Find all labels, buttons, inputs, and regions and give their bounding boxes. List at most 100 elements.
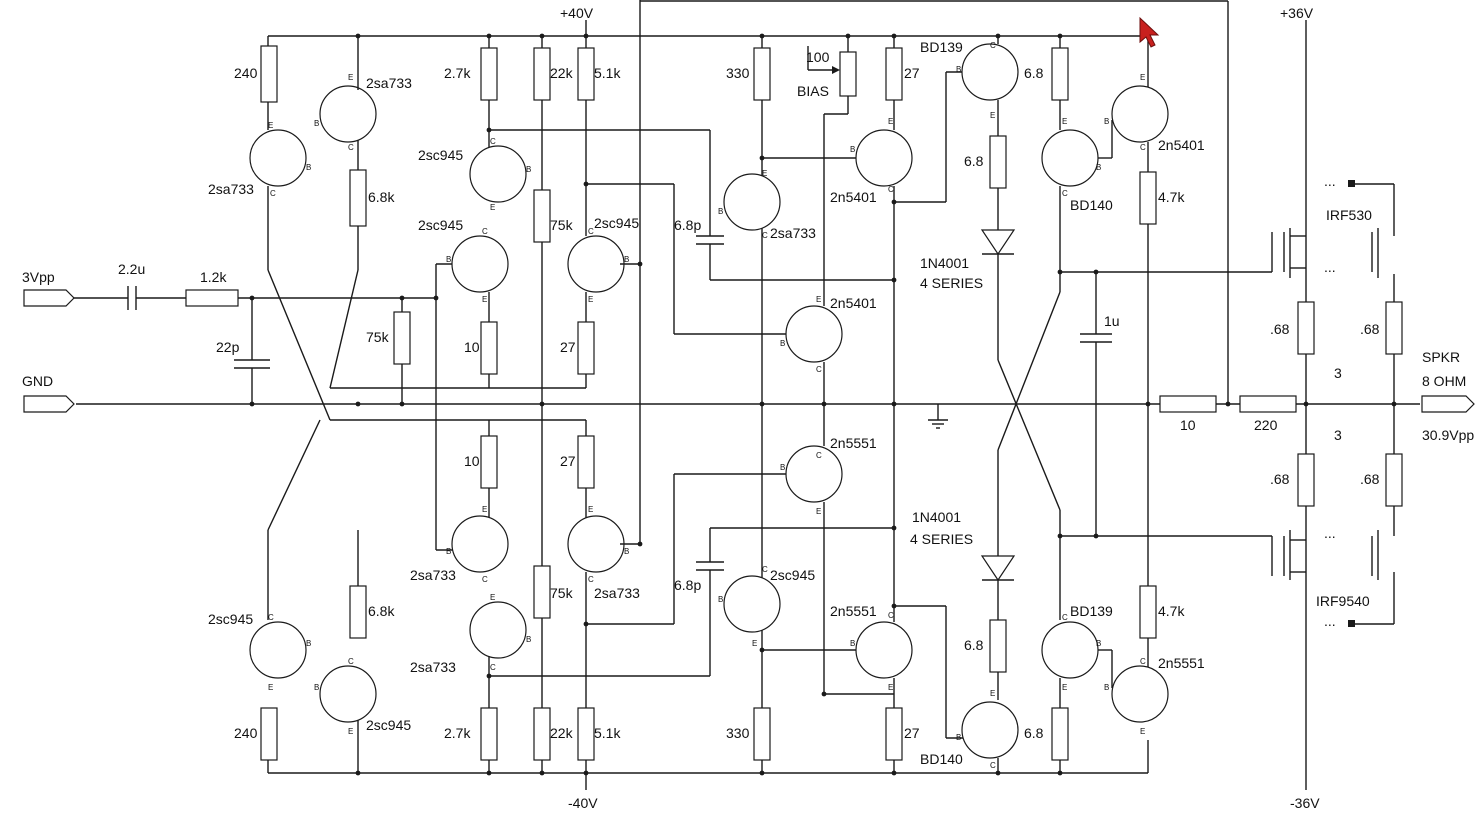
resistor-6r8-drv4 — [989, 619, 1007, 673]
svg-text:C: C — [270, 189, 276, 198]
svg-text:B: B — [780, 339, 785, 348]
transistor-2n5401-c — [1111, 85, 1169, 143]
transistor-2n5551-c — [1111, 665, 1169, 723]
svg-text:E: E — [482, 295, 487, 304]
value-r-068-d: .68 — [1360, 471, 1380, 487]
junction-dots — [249, 33, 1397, 776]
resistor-22k-top — [533, 47, 551, 101]
svg-text:E: E — [762, 169, 767, 178]
label-ellipsis-2: ... — [1324, 259, 1336, 275]
value-c-6p8-bot: 6.8p — [674, 577, 701, 593]
value-r-27-top: 27 — [560, 339, 576, 355]
svg-text:B: B — [526, 635, 531, 644]
svg-text:C: C — [490, 663, 496, 672]
transistor-bd140-top — [1041, 129, 1099, 187]
value-r-6k8-bot: 6.8k — [368, 603, 395, 619]
value-q-bd139-top: BD139 — [920, 39, 963, 55]
value-q-2sa733-e: 2sa733 — [410, 659, 456, 675]
svg-text:C: C — [348, 143, 354, 152]
value-r-240-bot: 240 — [234, 725, 258, 741]
value-q-2sa733-a: 2sa733 — [366, 75, 412, 91]
resistor-10-bot — [480, 435, 498, 489]
value-r-068-c: .68 — [1270, 471, 1290, 487]
svg-text:B: B — [314, 683, 319, 692]
pin-labels: E B C E B C C B E C B E C B E E B C E B … — [268, 41, 1146, 770]
resistor-068-d — [1385, 453, 1403, 507]
resistor-10-top — [480, 321, 498, 375]
value-r-6k8-top: 6.8k — [368, 189, 395, 205]
pot-100-bias[interactable] — [839, 51, 857, 97]
label-mosfet-n: IRF530 — [1326, 207, 1372, 223]
value-r-068-a: .68 — [1270, 321, 1290, 337]
value-q-2sc945-vas: 2sc945 — [770, 567, 815, 583]
value-q-2sa733-vas: 2sa733 — [770, 225, 816, 241]
label-diode-bot: 1N4001 — [912, 509, 961, 525]
resistor-4k7-bot — [1139, 585, 1157, 639]
svg-text:E: E — [888, 117, 893, 126]
transistor-2sc945-vas — [723, 575, 781, 633]
transistor-2n5401-b — [855, 129, 913, 187]
resistor-6r8-drv5 — [1051, 707, 1069, 761]
svg-text:B: B — [1104, 117, 1109, 126]
svg-text:B: B — [718, 207, 723, 216]
resistor-6k8-bot — [349, 585, 367, 639]
svg-text:B: B — [718, 595, 723, 604]
value-q-2sa733-c: 2sa733 — [410, 567, 456, 583]
resistor-27-vas-top — [885, 47, 903, 101]
speaker-port[interactable] — [1421, 395, 1475, 413]
label-neg-rail-40: -40V — [568, 795, 598, 811]
resistor-330-top — [753, 47, 771, 101]
svg-text:C: C — [888, 611, 894, 620]
svg-text:C: C — [990, 761, 996, 770]
diode-1n4001-bot — [980, 555, 1016, 582]
value-q-bd139-bot: BD139 — [1070, 603, 1113, 619]
ground-port[interactable] — [23, 395, 75, 413]
resistor-75k-mid2 — [533, 565, 551, 619]
transistor-bd139-bot — [1041, 621, 1099, 679]
svg-text:B: B — [1104, 683, 1109, 692]
svg-text:E: E — [268, 683, 273, 692]
label-diode-top: 1N4001 — [920, 255, 969, 271]
value-q-2n5551-b: 2n5551 — [830, 603, 877, 619]
voltage-amplifier-stage — [696, 36, 964, 773]
resistor-5k1-top — [577, 47, 595, 101]
svg-text:B: B — [780, 463, 785, 472]
svg-text:E: E — [816, 295, 821, 304]
svg-text:E: E — [588, 295, 593, 304]
transistor-2sc945-b — [451, 235, 509, 293]
diode-1n4001-top — [980, 229, 1016, 256]
value-q-2sc945-e: 2sc945 — [366, 717, 411, 733]
transistor-2sc945-a — [469, 145, 527, 203]
svg-text:C: C — [762, 565, 768, 574]
svg-text:E: E — [990, 689, 995, 698]
value-r-6r8-drv1: 6.8 — [964, 153, 984, 169]
transistor-2n5551-b — [855, 621, 913, 679]
value-r-4k7-bot: 4.7k — [1158, 603, 1185, 619]
input-port[interactable] — [23, 289, 75, 307]
resistor-1k2 — [185, 289, 239, 307]
resistor-068-a — [1297, 301, 1315, 355]
svg-text:B: B — [306, 639, 311, 648]
value-r-75k-mid: 75k — [550, 217, 574, 233]
value-q-2sc945-d: 2sc945 — [208, 611, 253, 627]
value-q-2n5551-c: 2n5551 — [1158, 655, 1205, 671]
label-mosfet-p: IRF9540 — [1316, 593, 1370, 609]
resistor-2k7-bot — [480, 707, 498, 761]
svg-text:B: B — [850, 145, 855, 154]
value-pot-100: 100 — [806, 49, 830, 65]
value-c-6p8-top: 6.8p — [674, 217, 701, 233]
transistor-2sa733-c — [451, 515, 509, 573]
value-r-10-bot: 10 — [464, 453, 480, 469]
value-r-10-fb: 10 — [1180, 417, 1196, 433]
value-q-2sa733-b: 2sa733 — [208, 181, 254, 197]
svg-text:B: B — [446, 547, 451, 556]
svg-text:E: E — [490, 203, 495, 212]
svg-text:B: B — [956, 65, 961, 74]
resistor-240-bot — [260, 707, 278, 761]
resistor-330-bot — [753, 707, 771, 761]
svg-text:B: B — [314, 119, 319, 128]
svg-text:B: B — [306, 163, 311, 172]
resistor-220-feedback — [1239, 395, 1297, 413]
value-r-5k1-bot: 5.1k — [594, 725, 621, 741]
resistor-27-top — [577, 321, 595, 375]
